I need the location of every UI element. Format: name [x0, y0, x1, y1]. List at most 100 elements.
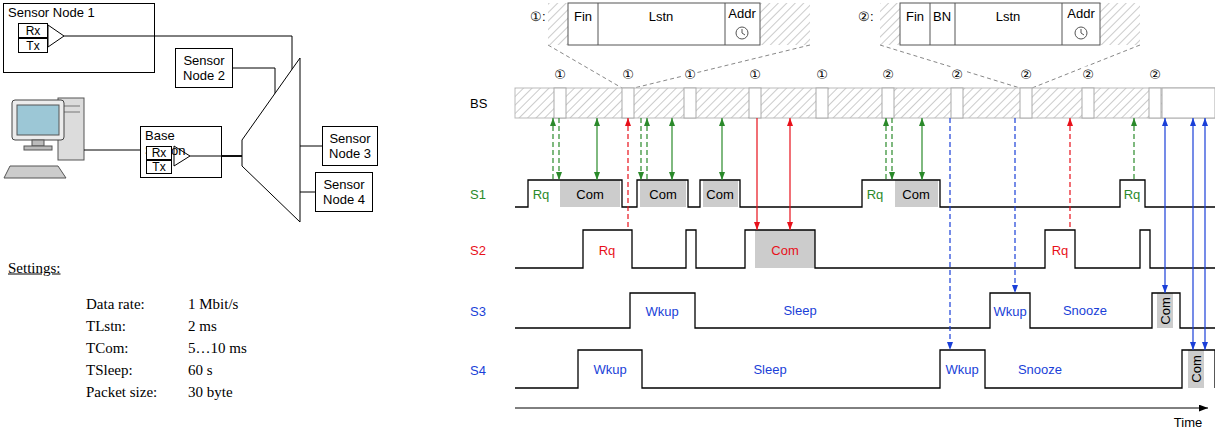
- com-window: [1188, 350, 1204, 388]
- callout-number: ②: [881, 67, 895, 82]
- node-label: Sensor Node 4: [319, 177, 369, 207]
- timing-label: Com: [1158, 297, 1173, 324]
- tx-box: Tx: [146, 160, 172, 174]
- timing-label: Snooze: [1018, 362, 1062, 377]
- signal-waveform: [515, 350, 1215, 388]
- timing-label: ①:: [530, 9, 546, 24]
- timing-label: BS: [470, 96, 487, 111]
- sensor-node-box: Sensor Node 4: [315, 172, 373, 212]
- timing-label: Fin: [574, 9, 592, 24]
- message-arrow: [646, 118, 647, 180]
- settings-text: 30 byte: [188, 385, 233, 400]
- com-window: [640, 180, 686, 207]
- timing-label: S3: [470, 304, 486, 319]
- timing-label: Com: [902, 187, 929, 202]
- time-axis: [515, 408, 1208, 409]
- timing-label: Rq: [599, 243, 616, 258]
- timing-label: Rq: [867, 187, 884, 202]
- message-arrow: [640, 118, 641, 180]
- node-label: Tx: [152, 161, 165, 173]
- timing-label: ②:: [858, 9, 874, 24]
- timing-label: S4: [470, 363, 486, 378]
- message-arrow: [552, 118, 553, 180]
- timing-label: Com: [649, 187, 676, 202]
- timing-label: Time: [1174, 415, 1202, 430]
- node-label: Tx: [26, 40, 39, 52]
- callout-number: ②: [1019, 67, 1033, 82]
- message-arrow: [671, 118, 672, 180]
- settings-text: TCom:: [86, 341, 129, 356]
- bs-slot: [1020, 88, 1032, 118]
- message-arrow: [885, 118, 886, 180]
- callout-number: ②: [950, 67, 964, 82]
- timing-label: Com: [706, 187, 733, 202]
- com-window: [703, 180, 738, 207]
- message-arrow: [921, 118, 922, 180]
- bs-slot-bar: [515, 88, 1215, 118]
- message-arrow: [789, 118, 790, 230]
- timing-label: Sleep: [783, 303, 816, 318]
- settings-text: 1 Mbit/s: [188, 297, 238, 312]
- message-arrow: [1164, 118, 1165, 293]
- node-label: Rx: [26, 25, 41, 37]
- settings-text: 2 ms: [188, 319, 217, 334]
- settings-text: 5…10 ms: [188, 341, 247, 356]
- message-arrow: [1133, 118, 1134, 180]
- settings-text: Settings:: [8, 261, 61, 276]
- settings-text: TSleep:: [86, 363, 133, 378]
- bs-slot: [1162, 88, 1215, 118]
- bs-slot: [684, 88, 696, 118]
- bs-slot: [951, 88, 963, 118]
- settings-text: Packet size:: [86, 385, 157, 400]
- settings-text: 60 s: [188, 363, 213, 378]
- callout-number: ②: [1148, 67, 1162, 82]
- rx-box: Rx: [18, 23, 48, 38]
- timing-label: S1: [470, 187, 486, 202]
- sensor-node-box: Sensor Node 2: [175, 48, 233, 88]
- callout-number: ②: [1081, 67, 1095, 82]
- timing-label: Com: [576, 187, 603, 202]
- signal-waveform: [515, 180, 1215, 207]
- timing-label: Com: [1189, 355, 1204, 382]
- bs-slot: [1082, 88, 1094, 118]
- message-arrow: [756, 118, 757, 230]
- timing-label: Wkup: [993, 304, 1026, 319]
- callout-number: ①: [748, 67, 762, 82]
- timing-label: Rq: [1124, 187, 1141, 202]
- com-window: [895, 180, 938, 207]
- node-label: Rx: [152, 147, 167, 159]
- settings-text: Data rate:: [86, 297, 145, 312]
- callout-number: ①: [815, 67, 829, 82]
- timing-label: Addr: [728, 6, 755, 21]
- settings-text: TLstn:: [86, 319, 126, 334]
- splitter-symbol: [242, 58, 300, 222]
- message-arrow: [949, 118, 950, 350]
- timing-label: Rq: [533, 187, 550, 202]
- timing-label: BN: [933, 9, 951, 24]
- com-window: [560, 180, 620, 207]
- bs-slot: [622, 88, 634, 118]
- bs-slot: [554, 88, 566, 118]
- timing-label: Rq: [1052, 243, 1069, 258]
- sensor-node-box: Sensor Node 3: [322, 126, 378, 166]
- timing-label: Lstn: [996, 9, 1021, 24]
- base-station-box: Base StationRxTx: [140, 126, 222, 178]
- rx-box: Rx: [146, 146, 172, 160]
- timing-label: Wkup: [593, 362, 626, 377]
- signal-waveform: [515, 230, 1215, 268]
- amplifier-symbol: [48, 25, 222, 166]
- message-arrow: [627, 118, 628, 230]
- timing-label: Wkup: [945, 362, 978, 377]
- message-arrow: [558, 118, 559, 180]
- callout-number: ①: [621, 67, 635, 82]
- com-window: [755, 230, 815, 268]
- com-window: [1157, 293, 1173, 328]
- computer-icon: [4, 98, 140, 178]
- bs-slot: [816, 88, 828, 118]
- timing-label: Addr: [1067, 6, 1094, 21]
- bs-slot: [882, 88, 894, 118]
- message-arrow: [1069, 118, 1070, 230]
- timing-label: Sleep: [753, 362, 786, 377]
- tx-box: Tx: [18, 38, 48, 53]
- slot-zoom-box: [548, 3, 810, 88]
